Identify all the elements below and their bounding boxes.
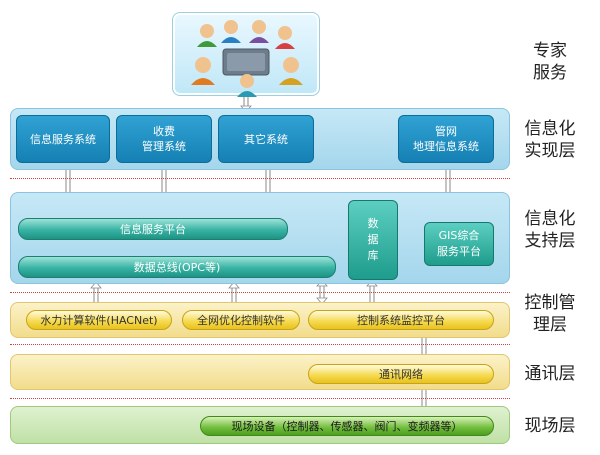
- info-service-platform-label: 信息服务平台: [120, 223, 186, 236]
- layer-label-field: 现场层: [515, 415, 585, 437]
- gis-system-box: 管网 地理信息系统: [398, 115, 494, 163]
- layer-info-support-text: 信息化 支持层: [524, 209, 576, 251]
- gis-platform-label: GIS综合 服务平台: [437, 229, 481, 258]
- divider-2: [10, 292, 510, 293]
- layer-comm-text: 通讯层: [524, 364, 576, 384]
- monitoring-platform-pill: 控制系统监控平台: [308, 310, 494, 330]
- layer-expert-text: 专家 服务: [533, 41, 567, 83]
- layer-info-impl-text: 信息化 实现层: [524, 119, 576, 161]
- meeting-people-icon: [191, 20, 303, 97]
- other-system-box: 其它系统: [218, 115, 314, 163]
- data-bus-label: 数据总线(OPC等): [133, 261, 221, 274]
- layer-label-info-support: 信息化 支持层: [515, 208, 585, 252]
- other-system-label: 其它系统: [244, 132, 288, 146]
- layer-label-comm: 通讯层: [515, 363, 585, 385]
- info-service-system-box: 信息服务系统: [16, 115, 110, 163]
- divider-4: [10, 398, 510, 399]
- field-devices-label: 现场设备（控制器、传感器、阀门、变频器等）: [231, 420, 463, 433]
- layer-field-text: 现场层: [524, 416, 576, 436]
- data-bus-bar: 数据总线(OPC等): [18, 256, 336, 278]
- layer-label-expert: 专家 服务: [515, 40, 585, 84]
- layer-label-control: 控制管 理层: [515, 292, 585, 336]
- gis-system-label: 管网 地理信息系统: [413, 125, 479, 153]
- info-service-platform-bar: 信息服务平台: [18, 218, 288, 240]
- monitoring-platform-label: 控制系统监控平台: [357, 314, 445, 327]
- divider-3: [10, 344, 510, 345]
- billing-system-label: 收费 管理系统: [142, 125, 186, 153]
- field-devices-pill: 现场设备（控制器、传感器、阀门、变频器等）: [200, 416, 494, 436]
- gis-platform-box: GIS综合 服务平台: [424, 222, 494, 266]
- hydraulic-software-label: 水力计算软件(HACNet): [40, 314, 158, 327]
- layer-label-info-impl: 信息化 实现层: [515, 118, 585, 162]
- expert-meeting-image: [172, 12, 320, 97]
- database-box: 数 据 库: [348, 200, 398, 280]
- layer-control-text: 控制管 理层: [524, 293, 576, 335]
- optimization-software-pill: 全网优化控制软件: [182, 310, 300, 330]
- optimization-software-label: 全网优化控制软件: [197, 314, 285, 327]
- comm-network-label: 通讯网络: [379, 368, 423, 381]
- billing-system-box: 收费 管理系统: [116, 115, 212, 163]
- database-label: 数 据 库: [367, 217, 379, 262]
- divider-1: [10, 178, 510, 179]
- hydraulic-software-pill: 水力计算软件(HACNet): [26, 310, 172, 330]
- info-service-system-label: 信息服务系统: [30, 132, 96, 146]
- comm-network-pill: 通讯网络: [308, 364, 494, 384]
